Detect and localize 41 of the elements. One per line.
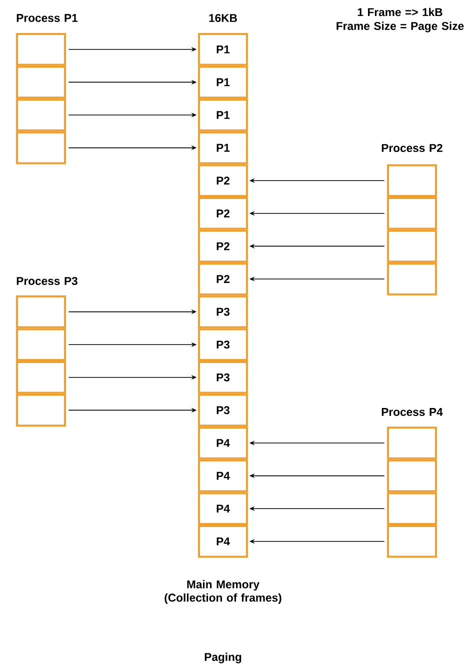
page-box bbox=[387, 262, 437, 296]
memory-frame: P3 bbox=[198, 394, 248, 427]
page-box bbox=[387, 230, 437, 263]
memory-frame: P1 bbox=[198, 131, 248, 164]
caption: Paging bbox=[204, 652, 242, 664]
memory-frame: P3 bbox=[198, 295, 248, 328]
heading: 16KB bbox=[209, 14, 237, 22]
page-box bbox=[387, 197, 437, 230]
page-box bbox=[16, 361, 66, 394]
memory-frame: P2 bbox=[198, 197, 248, 230]
page-box bbox=[16, 131, 66, 164]
memory-frame: P2 bbox=[198, 164, 248, 197]
memory-frame: P1 bbox=[198, 66, 248, 99]
memory-frame: P3 bbox=[198, 361, 248, 394]
page-box bbox=[387, 525, 437, 558]
page-box bbox=[387, 164, 437, 197]
heading: Process P3 bbox=[16, 276, 78, 286]
heading: Process P1 bbox=[16, 14, 78, 22]
memory-frame: P2 bbox=[198, 230, 248, 263]
memory-frame: P4 bbox=[198, 492, 248, 525]
page-box bbox=[387, 426, 437, 460]
memory-frame: P4 bbox=[198, 426, 248, 460]
page-box bbox=[16, 33, 66, 66]
memory-frame: P4 bbox=[198, 525, 248, 558]
memory-frame: P1 bbox=[198, 98, 248, 132]
memory-frame: P1 bbox=[198, 33, 248, 66]
heading: Frame Size = Page Size bbox=[336, 22, 464, 32]
page-box bbox=[16, 98, 66, 132]
heading: Main Memory (Collection of frames) bbox=[164, 580, 282, 604]
page-box bbox=[16, 295, 66, 328]
memory-frame: P2 bbox=[198, 262, 248, 296]
heading: 1 Frame => 1kB bbox=[358, 8, 442, 16]
heading: Process P4 bbox=[382, 408, 443, 416]
page-box bbox=[16, 66, 66, 99]
page-box bbox=[16, 328, 66, 361]
heading: Process P2 bbox=[382, 144, 442, 152]
page-box bbox=[387, 459, 437, 492]
page-box bbox=[387, 492, 437, 525]
memory-frame: P3 bbox=[198, 328, 248, 361]
page-box bbox=[16, 394, 66, 427]
memory-frame: P4 bbox=[198, 459, 248, 492]
